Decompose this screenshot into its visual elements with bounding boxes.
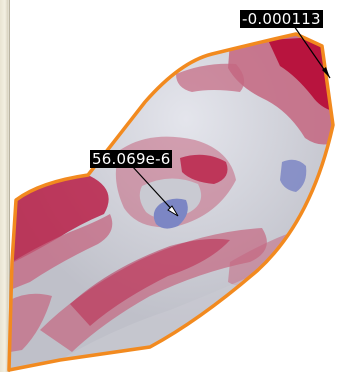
region-center-high [180, 154, 228, 184]
region-upper-right-high [268, 36, 333, 112]
region-left-mid [10, 214, 113, 290]
region-lower-arc [40, 228, 267, 352]
region-right-low [280, 159, 307, 192]
min-leader-line [131, 165, 177, 215]
viewport-frame-line [9, 0, 10, 372]
surface-boundary [7, 32, 335, 372]
max-leader-arrow [322, 67, 330, 78]
viewport-frame-edge [0, 0, 10, 372]
region-top-stripe [176, 63, 245, 92]
min-leader-arrow [167, 205, 179, 217]
max-value-label: -0.000113 [240, 10, 323, 28]
region-bottom-left [10, 293, 52, 352]
region-center-low [153, 198, 188, 229]
region-lower-arc-high [70, 238, 230, 326]
min-value-label: 56.069e-6 [90, 150, 173, 168]
region-left-high [10, 176, 109, 262]
